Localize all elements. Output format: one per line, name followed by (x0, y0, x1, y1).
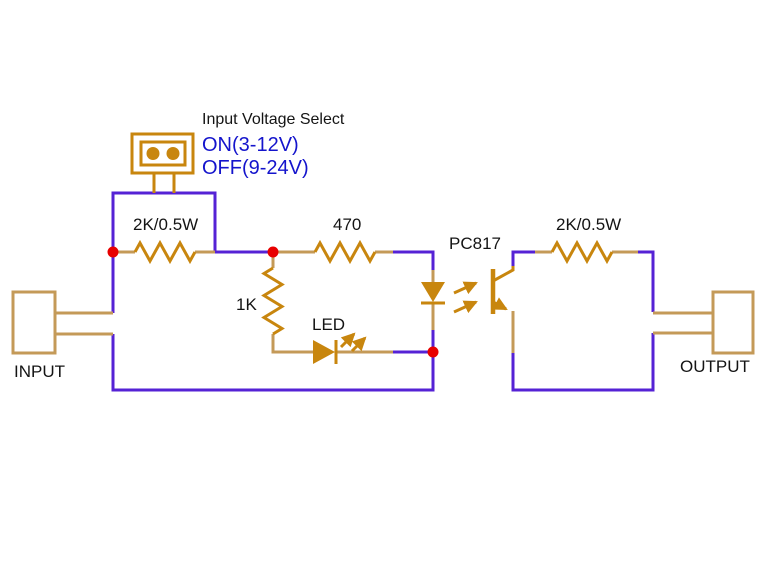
output-connector: OUTPUT (680, 290, 755, 376)
output-connector-box (711, 290, 755, 355)
transistor-emitter-arrow-icon (492, 297, 508, 311)
junction-dot (267, 246, 279, 258)
wire-collector-net (511, 250, 535, 266)
output-resistor: 2K/0.5W (550, 215, 621, 265)
output-connector-label: OUTPUT (680, 357, 750, 376)
wire-output-top (638, 250, 655, 312)
junction-dot (107, 246, 119, 258)
resistor-zigzag (313, 239, 377, 265)
lead-shunt-resistor (271, 252, 313, 354)
indicator-led: LED (312, 315, 367, 364)
indicator-led-label: LED (312, 315, 345, 334)
wire-470-to-optoled (393, 250, 435, 270)
junction-dots (107, 246, 439, 358)
net-wires (111, 191, 655, 392)
input-resistor-label: 2K/0.5W (133, 215, 198, 234)
transistor-collector (492, 266, 515, 283)
input-connector-box (11, 290, 57, 355)
shunt-resistor: 1K (236, 266, 285, 336)
wire-output-bottom (511, 333, 655, 392)
optocoupler-label: PC817 (449, 234, 501, 253)
wire-bottom-rail (111, 334, 435, 392)
jumper-pin-icon (166, 147, 180, 160)
jumper-title: Input Voltage Select (202, 111, 345, 128)
optocoupler: PC817 (421, 234, 515, 314)
opto-light-arrow-icon (453, 281, 478, 295)
jumper-off-label: OFF(9-24V) (202, 157, 309, 179)
led-emission-arrow-icon (339, 332, 356, 349)
input-connector: INPUT (11, 290, 65, 381)
led-triangle-icon (313, 340, 335, 364)
resistor-zigzag (261, 266, 285, 336)
resistor-zigzag (133, 239, 197, 265)
series-resistor-label: 470 (333, 215, 361, 234)
resistor-zigzag (550, 239, 614, 265)
output-resistor-label: 2K/0.5W (556, 215, 621, 234)
jumper-on-label: ON(3-12V) (202, 134, 299, 156)
voltage-select-jumper: Input Voltage Select ON(3-12V) OFF(9-24V… (130, 111, 345, 193)
input-resistor: 2K/0.5W (133, 215, 198, 265)
junction-dot (427, 346, 439, 358)
opto-led-triangle-icon (421, 282, 445, 302)
jumper-legs (152, 173, 176, 193)
opto-light-arrow-icon (453, 300, 478, 314)
led-emission-arrow-icon (350, 336, 367, 353)
series-resistor: 470 (313, 215, 377, 265)
jumper-inner-box (139, 140, 187, 167)
jumper-pin-icon (146, 147, 160, 160)
component-leads (55, 250, 713, 354)
shunt-resistor-label: 1K (236, 295, 257, 314)
input-connector-label: INPUT (14, 362, 65, 381)
